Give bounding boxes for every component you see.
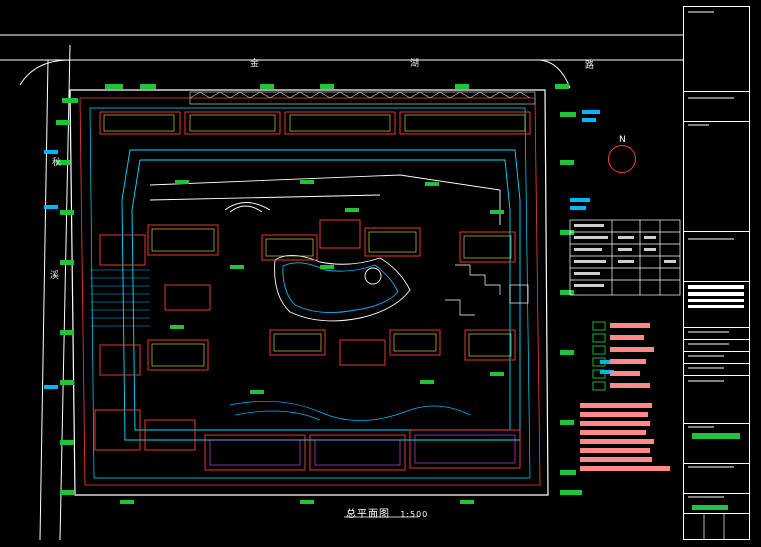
title-block-row — [684, 121, 749, 231]
plan-scale: 1:500 — [400, 510, 429, 519]
title-block-row — [684, 91, 749, 121]
buildings-middle — [99, 219, 516, 376]
title-block — [683, 6, 750, 540]
title-block-row — [684, 493, 749, 513]
title-block-row — [684, 513, 749, 539]
title-block-row — [684, 423, 749, 463]
buildings-top-row — [99, 111, 531, 135]
road-lines — [0, 34, 683, 541]
road-name-char-2: 湖 — [410, 59, 420, 69]
left-road-char-2: 溪 — [50, 271, 60, 281]
left-road-char-1: 秋 — [52, 158, 62, 168]
plan-title-text: 总平面图 — [346, 509, 390, 520]
north-label: N — [619, 135, 626, 145]
buildings-bottom-row — [94, 409, 521, 471]
buildings-top-detail — [103, 114, 526, 132]
title-block-row — [684, 463, 749, 493]
legend-pink-bars — [580, 323, 670, 471]
north-arrow-icon — [608, 145, 636, 173]
site-boundary — [69, 89, 549, 496]
economic-indicators-table — [569, 219, 681, 296]
title-block-row — [684, 351, 749, 363]
road-name-char-1: 金 — [250, 59, 260, 69]
plan-title: 总平面图 1:500 — [346, 505, 428, 520]
title-block-row — [684, 375, 749, 423]
road-name-char-3: 路 — [585, 61, 595, 71]
bottom-garden-curves — [229, 400, 471, 421]
table-text-blocks — [574, 224, 676, 287]
top-landscape-strip — [189, 91, 536, 105]
title-block-row — [684, 339, 749, 351]
stepped-walkway — [445, 264, 529, 316]
blue-annotation-tags — [44, 110, 614, 389]
title-block-row — [684, 363, 749, 375]
title-block-graphics — [688, 11, 744, 539]
left-stair-hatch — [90, 269, 150, 327]
central-garden — [149, 174, 501, 322]
green-annotation-tags — [56, 84, 582, 504]
buildings-bottom-detail — [209, 434, 516, 466]
title-block-row — [684, 281, 749, 327]
buildings-middle-detail — [151, 228, 512, 367]
title-block-row — [684, 327, 749, 339]
internal-road — [121, 149, 521, 441]
legend-squares — [592, 321, 606, 391]
title-block-row — [684, 231, 749, 281]
